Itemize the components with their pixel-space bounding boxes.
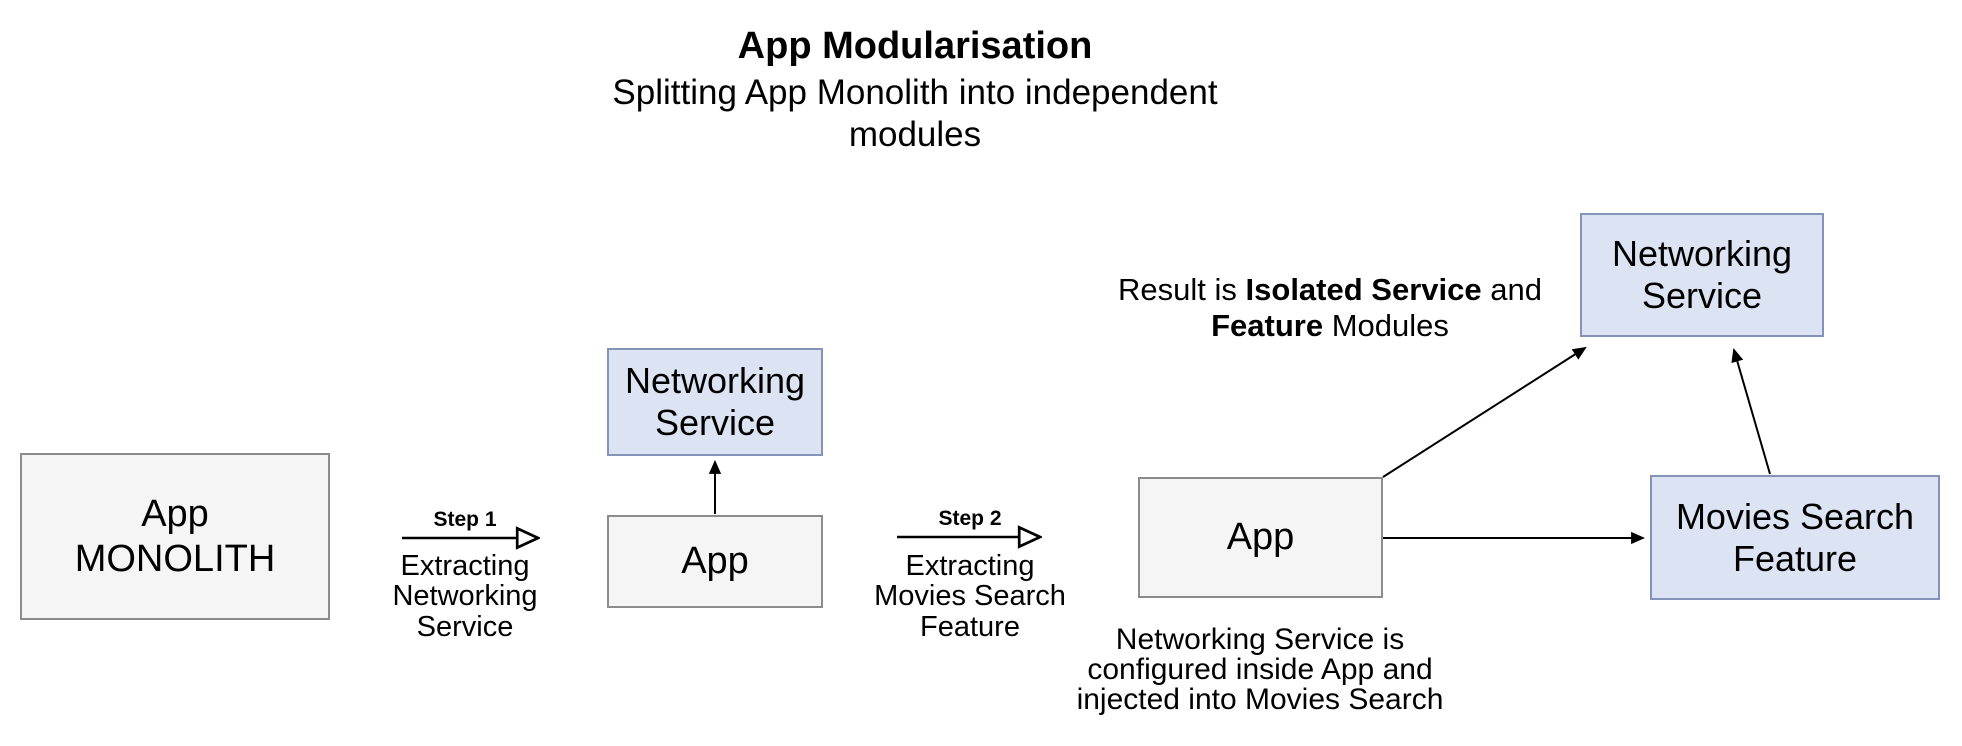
app-label: App — [1226, 516, 1295, 559]
step1-description: Extracting Networking Service — [392, 550, 538, 643]
result-note-text: Result is — [1118, 272, 1246, 307]
result-note-text: and — [1481, 272, 1542, 307]
result-note-text: Modules — [1323, 307, 1449, 343]
movies-search-feature-box: Movies Search Feature — [1650, 475, 1940, 600]
networking-service-label: Networking Service — [1611, 233, 1793, 316]
result-note-bold-feature: Feature — [1211, 307, 1324, 343]
title-block: App Modularisation Splitting App Monolit… — [515, 24, 1315, 157]
result-note-bold-isolated-service: Isolated Service — [1245, 272, 1482, 307]
app-monolith-box: App MONOLITH — [20, 453, 330, 620]
app-monolith-label: App MONOLITH — [74, 493, 276, 580]
movies-search-feature-label: Movies Search Feature — [1675, 495, 1915, 579]
diagram-title: App Modularisation — [737, 25, 1093, 67]
config-note: Networking Service is configured inside … — [1076, 623, 1444, 716]
networking-service-box-stage3: Networking Service — [1580, 213, 1824, 337]
networking-service-label: Networking Service — [624, 360, 806, 443]
app-box-stage2: App — [607, 515, 823, 608]
step2-description: Extracting Movies Search Feature — [874, 550, 1066, 643]
result-note: Result is Isolated Service and Feature M… — [1040, 272, 1620, 344]
networking-service-box-stage2: Networking Service — [607, 348, 823, 456]
step2-label: Step 2 — [938, 507, 1002, 530]
diagram-subtitle: Splitting App Monolith into independent … — [612, 72, 1218, 155]
app-label: App — [681, 540, 749, 583]
app-box-stage3: App — [1138, 477, 1383, 598]
arrow-app-to-networking-service-stage3 — [1382, 346, 1587, 478]
step1-label: Step 1 — [433, 508, 497, 531]
arrow-movies-search-to-networking-service — [1731, 347, 1771, 475]
